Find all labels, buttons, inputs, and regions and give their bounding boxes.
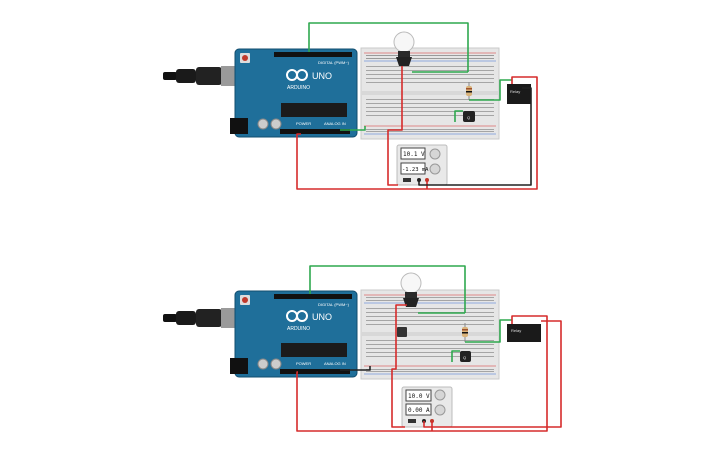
voltage-display-panel xyxy=(405,389,432,402)
board-brand-label: ARDUINO xyxy=(287,85,310,91)
analog-header-label: ANALOG IN xyxy=(324,121,346,126)
light-bulb[interactable] xyxy=(393,31,415,66)
wire-red-2 xyxy=(391,304,407,428)
wire-green-3 xyxy=(469,79,512,101)
svg-text:Q: Q xyxy=(467,115,470,120)
wire-green-4 xyxy=(451,350,460,362)
wire-green-4 xyxy=(340,126,366,131)
wire-black-2 xyxy=(340,366,371,371)
relay[interactable]: Relay xyxy=(507,324,541,342)
wire-green-1 xyxy=(309,265,466,313)
wires xyxy=(296,265,562,432)
wire-green-3 xyxy=(465,319,512,343)
atmega-chip xyxy=(281,103,347,117)
analog-header-label: ANALOG IN xyxy=(324,361,346,366)
relay[interactable]: Relay xyxy=(507,84,531,104)
usb-cable[interactable] xyxy=(163,308,237,328)
digital-header[interactable] xyxy=(274,294,352,299)
digital-header-label: DIGITAL (PWM~) xyxy=(318,302,350,307)
circuit-top: UNO ARDUINO DIGITAL (PWM~) POWER ANALOG … xyxy=(163,22,538,190)
board-brand-label: ARDUINO xyxy=(287,326,310,332)
current-knob[interactable] xyxy=(429,163,441,175)
current-display-panel xyxy=(400,162,426,175)
arduino-logo xyxy=(286,310,308,322)
power-header-label: POWER xyxy=(296,121,311,126)
arduino-logo xyxy=(286,69,308,81)
wire-black-1 xyxy=(418,87,532,186)
voltage-display-panel xyxy=(400,147,426,160)
wires xyxy=(296,22,538,190)
relay-label: Relay xyxy=(511,328,521,333)
voltage-display: 10.1 V xyxy=(403,151,425,158)
voltage-knob[interactable] xyxy=(429,148,441,160)
breadboard-holes-top-rail xyxy=(366,55,494,59)
wire-red-1 xyxy=(296,76,538,190)
power-jack xyxy=(230,358,248,374)
wire-green-1 xyxy=(308,22,469,72)
power-analog-header[interactable] xyxy=(280,129,350,134)
wire-green-5 xyxy=(454,110,463,122)
power-switch[interactable] xyxy=(403,178,411,182)
wire-red-1 xyxy=(296,315,548,432)
transistor[interactable]: Q xyxy=(460,351,471,362)
board-model-label: UNO xyxy=(312,71,332,81)
push-button[interactable] xyxy=(397,327,407,337)
arduino-uno-board[interactable]: UNO ARDUINO DIGITAL (PWM~) POWER ANALOG … xyxy=(230,290,358,378)
arduino-uno-board[interactable]: UNO ARDUINO DIGITAL (PWM~) POWER ANALOG … xyxy=(230,48,358,138)
current-display: -1.23 mA xyxy=(402,167,429,173)
svg-text:Q: Q xyxy=(463,355,466,360)
breadboard[interactable] xyxy=(360,47,500,140)
atmega-chip xyxy=(281,343,347,357)
wire-red-4 xyxy=(423,320,562,428)
current-knob[interactable] xyxy=(434,404,446,416)
wire-red-2 xyxy=(387,66,403,186)
power-supply[interactable]: 10.0 V 0.00 A xyxy=(401,386,453,428)
current-display: 0.00 A xyxy=(408,407,430,414)
power-analog-header[interactable] xyxy=(280,369,350,374)
resistor[interactable] xyxy=(462,323,468,342)
resistor[interactable] xyxy=(466,82,472,100)
digital-header-label: DIGITAL (PWM~) xyxy=(318,60,350,65)
circuit-bottom: UNO ARDUINO DIGITAL (PWM~) POWER ANALOG … xyxy=(163,265,562,432)
board-model-label: UNO xyxy=(312,312,332,322)
digital-header[interactable] xyxy=(274,52,352,57)
power-supply[interactable]: 10.1 V -1.23 mA xyxy=(396,144,448,186)
voltage-knob[interactable] xyxy=(434,389,446,401)
breadboard-holes xyxy=(366,66,494,132)
breadboard[interactable] xyxy=(360,289,500,380)
power-switch[interactable] xyxy=(408,419,416,423)
transistor[interactable]: Q xyxy=(463,111,475,122)
voltage-display: 10.0 V xyxy=(408,393,430,400)
usb-cable[interactable] xyxy=(163,66,237,86)
current-display-panel xyxy=(405,403,432,416)
relay-label: Relay xyxy=(510,89,520,94)
power-jack xyxy=(230,118,248,134)
power-header-label: POWER xyxy=(296,361,311,366)
